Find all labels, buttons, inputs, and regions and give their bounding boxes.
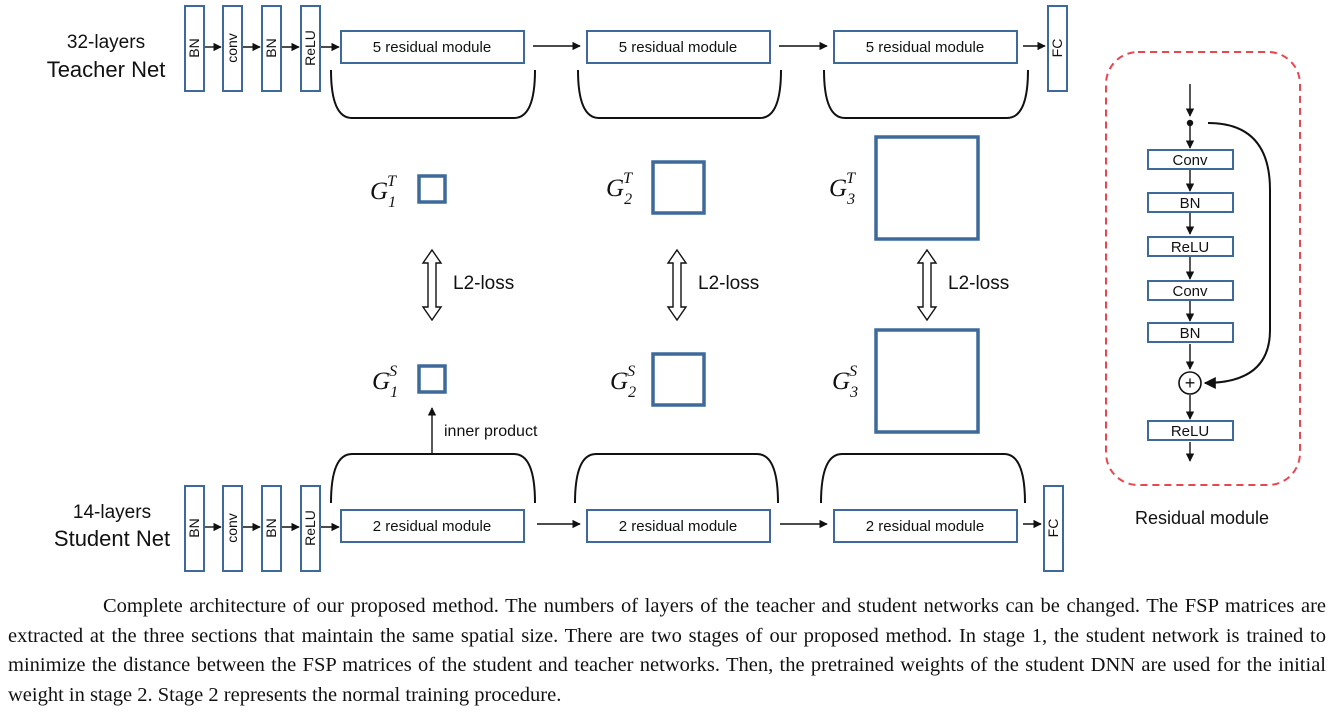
- teacher-net-label: Teacher Net: [47, 57, 166, 82]
- rm-bn2-box: [1147, 322, 1234, 343]
- rm-layer-conv1: Conv: [1172, 152, 1208, 169]
- l2-loss-label-2: L2-loss: [698, 273, 759, 294]
- teacher-stage2-box: [586, 30, 771, 64]
- sum-symbol: +: [1185, 373, 1196, 393]
- residual-module-title: Residual module: [1135, 508, 1269, 528]
- teacher-stem: [184, 5, 321, 92]
- rm-conv2-box: [1147, 280, 1234, 301]
- l2-loss-arrow-3: [916, 248, 938, 322]
- fsp-student-3-label: G3S: [832, 363, 858, 401]
- architecture-diagram: 32-layers Teacher Net BN conv BN ReLU 5 …: [47, 5, 1301, 572]
- student-stage2-box: [586, 509, 771, 543]
- teacher-stage1-label: 5 residual module: [373, 39, 491, 56]
- branch-point: [1186, 119, 1194, 127]
- student-stage1-box: [340, 509, 525, 543]
- rm-layer-bn1: BN: [1180, 195, 1201, 212]
- fsp-student-2-square: [651, 352, 706, 407]
- student-fc-box: [1043, 485, 1064, 572]
- teacher-fc-box: [1047, 5, 1068, 92]
- rm-bn1-box: [1147, 192, 1234, 213]
- teacher-fc-label: FC: [1049, 39, 1065, 58]
- teacher-brackets: [330, 69, 1029, 119]
- fsp-teacher-1-square: [417, 174, 447, 204]
- fsp-student-1-label: G1S: [372, 363, 398, 401]
- teacher-stem-bn2: BN: [263, 38, 279, 57]
- fsp-teacher-1-label: G1T: [370, 173, 397, 211]
- teacher-stage3-label: 5 residual module: [866, 39, 984, 56]
- fsp-teacher-3-square: [874, 135, 980, 241]
- teacher-stem-relu: ReLU: [302, 30, 318, 66]
- teacher-bn1-box: [184, 5, 205, 92]
- rm-conv1-box: [1147, 149, 1234, 170]
- teacher-bn2-box: [261, 5, 282, 92]
- figure-caption: Complete architecture of our proposed me…: [8, 595, 1326, 706]
- fsp-student-2-label: G2S: [610, 363, 636, 401]
- rm-layer-relu1: ReLU: [1171, 239, 1209, 256]
- fsp-teacher-2-square: [651, 160, 706, 215]
- teacher-stage2-label: 5 residual module: [619, 39, 737, 56]
- skip-connection: [1203, 122, 1271, 389]
- l2-loss-label-3: L2-loss: [948, 273, 1009, 294]
- teacher-stem-bn1: BN: [186, 38, 202, 57]
- rm-layer-bn2: BN: [1180, 325, 1201, 342]
- l2-loss-arrow-2: [666, 248, 688, 322]
- rm-relu1-box: [1147, 236, 1234, 257]
- student-stage3-label: 2 residual module: [866, 518, 984, 535]
- teacher-stem-conv: conv: [224, 33, 240, 63]
- teacher-conv-box: [222, 5, 243, 92]
- teacher-stage3-box: [833, 30, 1018, 64]
- student-conv-box: [222, 485, 243, 572]
- fsp-student-1-square: [417, 364, 447, 394]
- inner-product-label: inner product: [444, 423, 538, 440]
- fsp-student-3-square: [874, 328, 980, 434]
- fsp-teacher-3-label: G3T: [829, 170, 856, 208]
- student-stem-bn2: BN: [263, 518, 279, 537]
- student-stage1-label: 2 residual module: [373, 518, 491, 535]
- student-fc-label: FC: [1045, 519, 1061, 538]
- rm-relu-final-box: [1147, 420, 1234, 441]
- l2-loss-arrow-1: [421, 248, 443, 322]
- fsp-teacher-2-label: G2T: [606, 170, 633, 208]
- student-bn1-box: [184, 485, 205, 572]
- teacher-stage1-box: [340, 30, 525, 64]
- sum-node: [1178, 371, 1202, 395]
- student-relu-box: [300, 485, 321, 572]
- student-bn2-box: [261, 485, 282, 572]
- teacher-relu-box: [300, 5, 321, 92]
- l2-loss-label-1: L2-loss: [453, 273, 514, 294]
- residual-module-frame: [1105, 51, 1301, 486]
- student-stage3-box: [833, 509, 1018, 543]
- teacher-layers-label: 32-layers: [67, 32, 145, 53]
- rm-layer-relu-final: ReLU: [1171, 423, 1209, 440]
- rm-layer-conv2: Conv: [1172, 283, 1208, 300]
- student-net-label: Student Net: [54, 526, 170, 551]
- student-brackets: [330, 453, 1026, 504]
- student-layers-label: 14-layers: [73, 502, 151, 523]
- student-stem-relu: ReLU: [302, 510, 318, 546]
- student-stem-bn1: BN: [186, 518, 202, 537]
- student-stem-conv: conv: [224, 513, 240, 543]
- student-stage2-label: 2 residual module: [619, 518, 737, 535]
